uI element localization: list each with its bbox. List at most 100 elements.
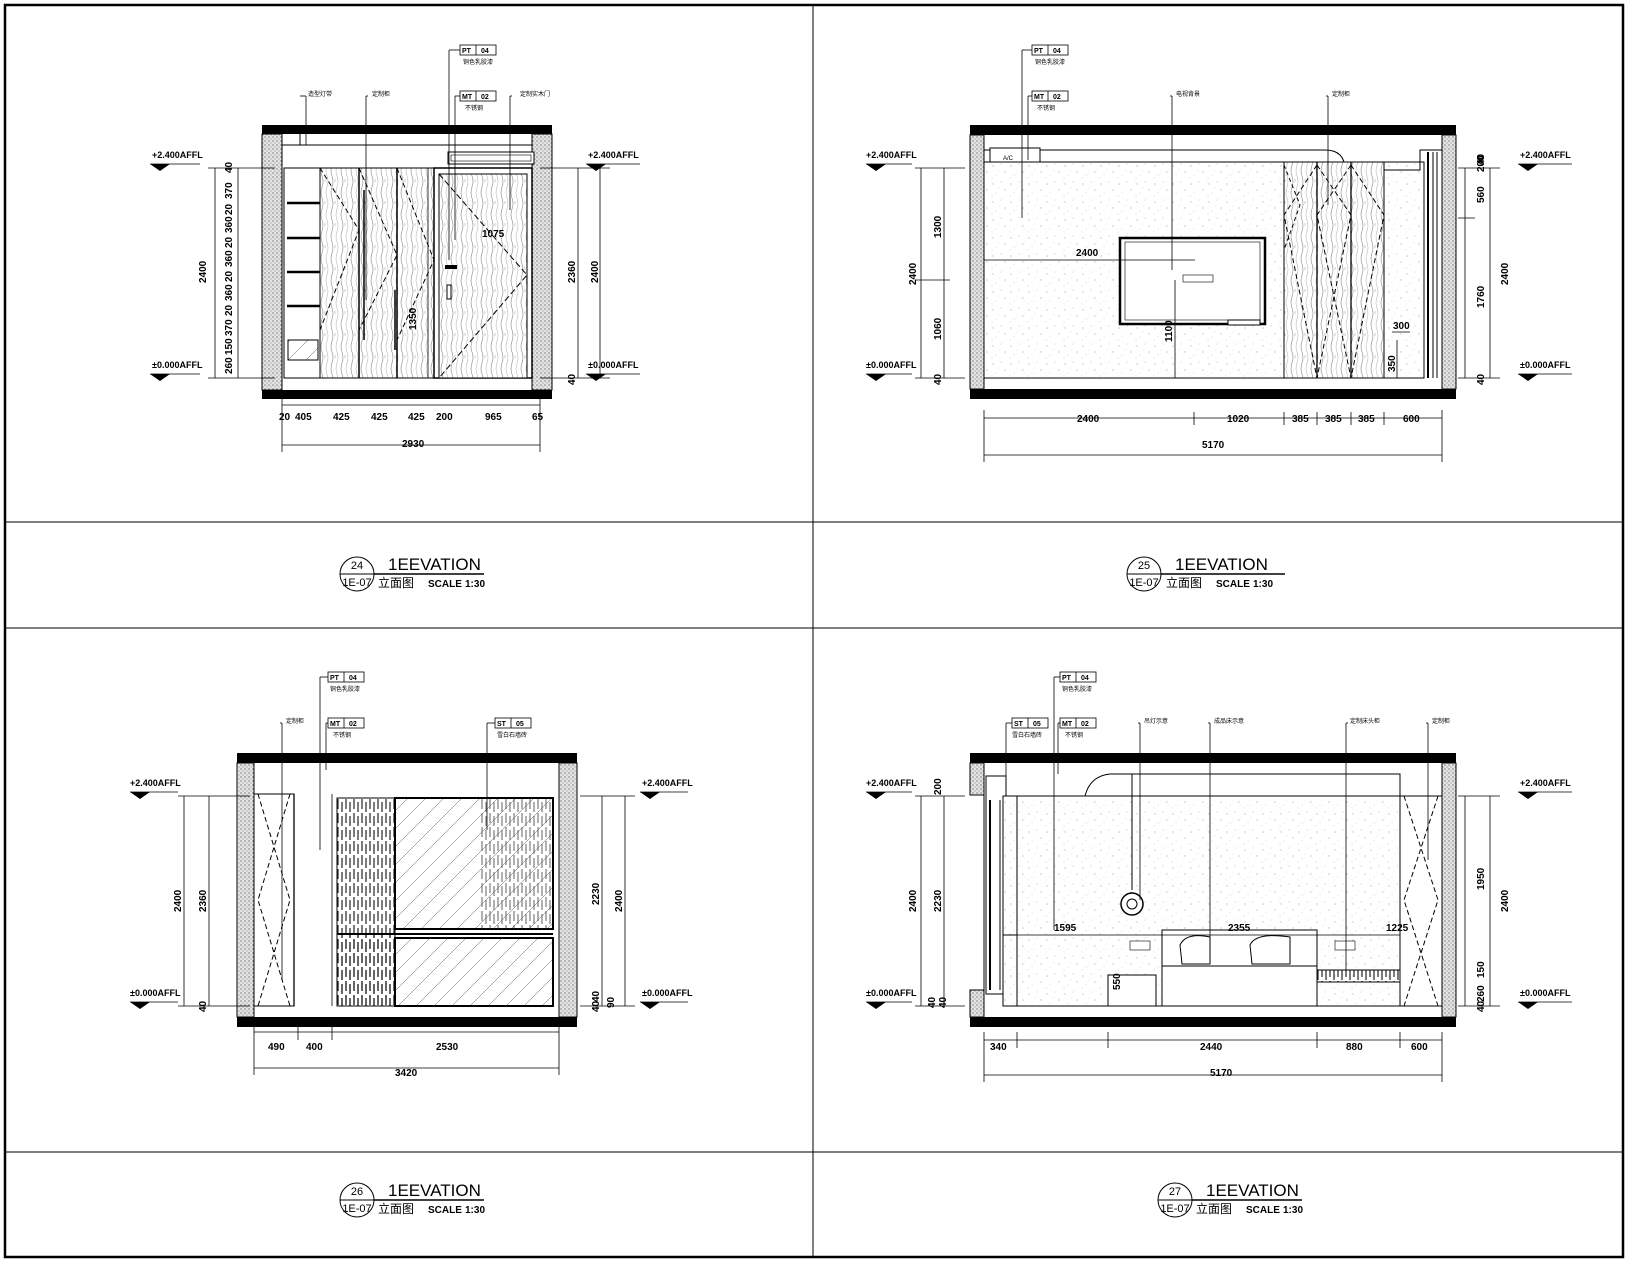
- dim: 200: [933, 778, 944, 795]
- dim: 40: [933, 373, 944, 385]
- level-top-right: +2.400AFFL: [642, 778, 693, 788]
- dim: 260: [224, 357, 235, 374]
- level-bottom-right: ±0.000AFFL: [1520, 360, 1571, 370]
- dim: 490: [268, 1042, 285, 1053]
- dim: 2360: [567, 260, 578, 283]
- title-block-24: 24 1E-07 1EEVATION 立面图 SCALE 1:30: [339, 555, 485, 592]
- dim: 20: [224, 270, 235, 282]
- callout-note: 定制柜: [372, 90, 390, 98]
- dim: 40: [1476, 153, 1487, 165]
- panel-title: 1EEVATION: [388, 555, 481, 574]
- material-tag: PT: [462, 48, 472, 55]
- material-note: 铜色乳胶漆: [1035, 58, 1065, 66]
- title-block-26: 26 1E-07 1EEVATION 立面图 SCALE 1:30: [339, 1181, 485, 1218]
- dim: 425: [408, 412, 425, 423]
- dim: 1060: [933, 317, 944, 340]
- ac-label: A/C: [1003, 156, 1014, 162]
- sheet-ref: 1E-07: [1160, 1203, 1189, 1215]
- material-tag: ST: [1014, 721, 1024, 728]
- dim: 65: [532, 412, 544, 423]
- material-note: 不锈钢: [1065, 731, 1083, 739]
- dim: 40: [1476, 1000, 1487, 1012]
- material-tag: 02: [349, 721, 357, 728]
- elevation-24: +2.400AFFL ±0.000AFFL +2.400AFFL ±0.000A…: [150, 44, 640, 452]
- dim: 2400: [1077, 414, 1100, 425]
- dim: 600: [1411, 1042, 1428, 1053]
- dim-total: 2400: [173, 889, 184, 912]
- dim: 2440: [1200, 1042, 1223, 1053]
- material-note: 不锈钢: [465, 104, 483, 112]
- dim: 550: [1112, 973, 1123, 990]
- material-tag: 05: [1033, 721, 1041, 728]
- level-top-left: +2.400AFFL: [152, 150, 203, 160]
- material-tag: 04: [1053, 48, 1061, 55]
- dim-total: 2400: [1500, 889, 1511, 912]
- scale-value: 1:30: [1253, 579, 1273, 590]
- material-note: 铜色乳胶漆: [330, 685, 360, 693]
- dim-total: 2400: [198, 260, 209, 283]
- dim: 1350: [408, 307, 419, 330]
- material-note: 不锈钢: [1037, 104, 1055, 112]
- dim: 340: [990, 1042, 1007, 1053]
- dim: 200: [436, 412, 453, 423]
- sheet-ref: 1E-07: [342, 1203, 371, 1215]
- dim: 385: [1292, 414, 1309, 425]
- dim: 20: [224, 236, 235, 248]
- scale-label: SCALE: [1216, 579, 1250, 590]
- dim: 40: [198, 1000, 209, 1012]
- dim: 360: [224, 250, 235, 267]
- dim-total: 2930: [402, 439, 425, 450]
- dim: 90: [606, 996, 617, 1008]
- material-tag: 02: [1081, 721, 1089, 728]
- dim: 40: [1476, 373, 1487, 385]
- panel-subtitle: 立面图: [1166, 575, 1202, 590]
- dim: 1100: [1164, 320, 1175, 342]
- dim-total: 2400: [908, 889, 919, 912]
- callout-note: 造型灯带: [308, 90, 332, 98]
- dim: 965: [485, 412, 502, 423]
- dim: 20: [279, 412, 291, 423]
- dim: 40: [224, 161, 235, 173]
- material-tag: ST: [497, 721, 507, 728]
- panel-subtitle: 立面图: [1196, 1201, 1232, 1216]
- scale-label: SCALE: [428, 1205, 462, 1216]
- panel-title: 1EEVATION: [1206, 1181, 1299, 1200]
- material-tag: 04: [481, 48, 489, 55]
- level-top-left: +2.400AFFL: [130, 778, 181, 788]
- dim: 2400: [590, 260, 601, 283]
- dim: 425: [333, 412, 350, 423]
- callout-note: 电视背景: [1176, 90, 1200, 98]
- dim: 40: [927, 996, 938, 1008]
- dim: 40: [591, 1000, 602, 1012]
- material-note: 雪白石墙砖: [497, 731, 527, 739]
- dim: 20: [224, 203, 235, 215]
- dim: 405: [295, 412, 312, 423]
- title-block-25: 25 1E-07 1EEVATION 立面图 SCALE 1:30: [1126, 555, 1285, 592]
- material-note: 不锈钢: [333, 731, 351, 739]
- dim: 370: [224, 319, 235, 336]
- material-tag: 02: [1053, 94, 1061, 101]
- panel-number: 26: [351, 1186, 363, 1198]
- callout-note: 吊灯示意: [1144, 717, 1168, 725]
- elevation-26: +2.400AFFL ±0.000AFFL +2.400AFFL ±0.000A…: [130, 671, 693, 1079]
- dim: 1075: [482, 229, 505, 240]
- dim: 350: [1387, 355, 1398, 372]
- scale-value: 1:30: [1283, 1205, 1303, 1216]
- panel-number: 27: [1169, 1186, 1181, 1198]
- dim: 370: [224, 182, 235, 199]
- dim: 150: [224, 338, 235, 355]
- dim: 400: [306, 1042, 323, 1053]
- panel-title: 1EEVATION: [388, 1181, 481, 1200]
- scale-value: 1:30: [465, 579, 485, 590]
- callout-note: 定制实木门: [520, 90, 550, 98]
- level-bottom-right: ±0.000AFFL: [588, 360, 639, 370]
- material-tag: 05: [516, 721, 524, 728]
- dim: 425: [371, 412, 388, 423]
- callout-note: 定制柜: [286, 717, 304, 725]
- level-top-left: +2.400AFFL: [866, 150, 917, 160]
- sheet-ref: 1E-07: [1129, 577, 1158, 589]
- dim-total: 2400: [908, 262, 919, 285]
- dim: 385: [1358, 414, 1375, 425]
- material-note: 雪白石墙砖: [1012, 731, 1042, 739]
- material-tag: 04: [1081, 675, 1089, 682]
